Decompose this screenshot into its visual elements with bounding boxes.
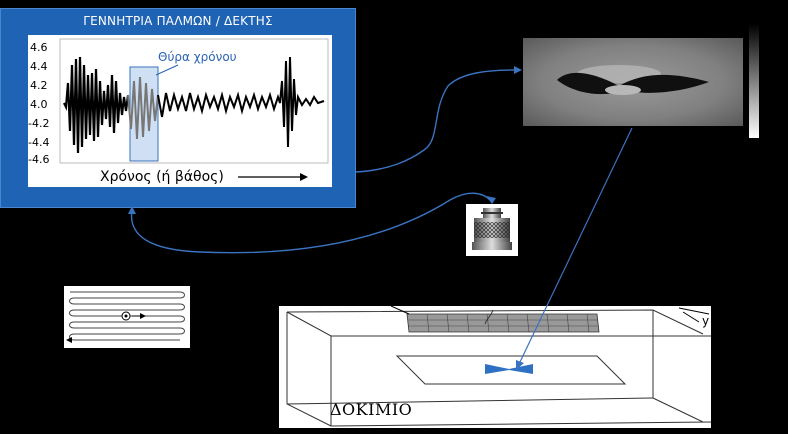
gated-waveform bbox=[127, 76, 159, 140]
connector-pulser-to-cscan bbox=[355, 69, 517, 173]
grayscale-bar bbox=[749, 24, 759, 138]
x-axis-label: Χρόνος (ή βάθος) bbox=[100, 169, 224, 185]
y-tick-label: -4.4 bbox=[28, 136, 49, 149]
y-tick-label: 4.6 bbox=[30, 41, 48, 54]
scan-grid-pointer bbox=[390, 305, 410, 315]
scan-start-arrow bbox=[66, 337, 72, 343]
x-axis-arrowhead bbox=[300, 173, 308, 181]
plot-frame bbox=[59, 38, 329, 164]
raster-scan-svg bbox=[66, 291, 185, 343]
specimen-block-outline bbox=[286, 309, 711, 427]
transducer-face bbox=[472, 242, 512, 250]
specimen-label: ΔΟΚΙΜΙΟ bbox=[330, 400, 413, 419]
time-gate-label: Θύρα χρόνου bbox=[158, 50, 237, 64]
y-axis-label: y bbox=[702, 314, 710, 328]
a-scan-svg: 4.6 4.4 4.2 4.0 -4.2 -4.4 -4.6 Θύρα χρόν… bbox=[28, 38, 329, 185]
a-scan-plot: 4.6 4.4 4.2 4.0 -4.2 -4.4 -4.6 Θύρα χρόν… bbox=[28, 35, 332, 187]
pulser-receiver-title: ΓΕΝΝΗΤΡΙΑ ΠΑΛΜΩΝ / ΔΕΚΤΗΣ bbox=[83, 14, 273, 28]
a-scan-waveform-tail bbox=[157, 56, 325, 148]
y-tick-label: 4.4 bbox=[30, 60, 48, 73]
y-axis-arrow bbox=[682, 311, 700, 323]
a-scan-waveform bbox=[63, 56, 130, 154]
c-scan-image bbox=[523, 38, 743, 126]
c-scan-svg bbox=[523, 38, 743, 126]
c-scan-defect-center bbox=[605, 85, 641, 95]
scan-grid bbox=[406, 313, 600, 333]
y-tick-label: 4.2 bbox=[30, 79, 48, 92]
transducer bbox=[466, 204, 518, 256]
y-tick-label: 4.0 bbox=[30, 98, 48, 111]
c-scan-defect-indication bbox=[557, 72, 709, 95]
y-tick-label: -4.2 bbox=[28, 117, 49, 130]
raster-scan-pattern bbox=[64, 286, 190, 348]
y-tick-label: -4.6 bbox=[28, 153, 49, 166]
transducer-icon bbox=[466, 204, 518, 256]
scan-direction-arrow bbox=[140, 313, 146, 319]
time-gate-pointer bbox=[155, 64, 179, 76]
